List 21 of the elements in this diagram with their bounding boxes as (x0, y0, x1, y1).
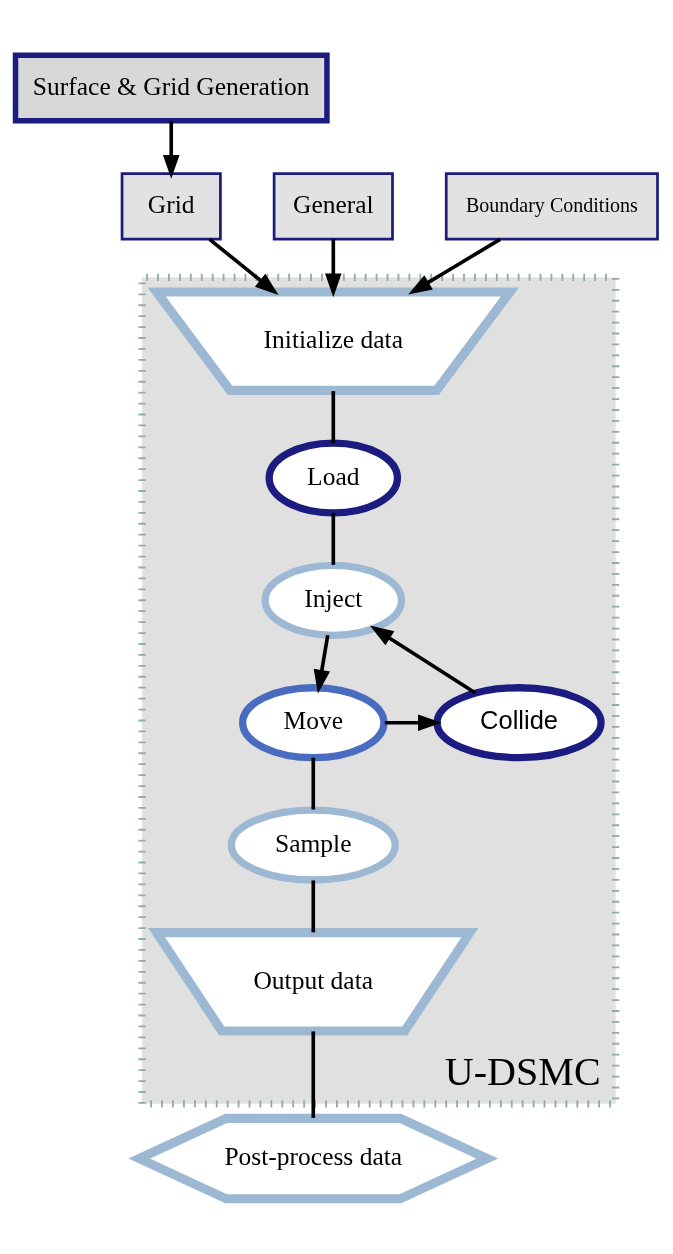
connector (311, 757, 316, 810)
node-box: Surface & Grid Generation (12, 52, 330, 124)
arrow (325, 239, 342, 298)
connector (311, 880, 316, 933)
connector (311, 1031, 316, 1118)
node-ellipse: Inject (261, 561, 406, 639)
arrow (313, 634, 331, 694)
arrow (208, 237, 279, 296)
arrow (384, 714, 442, 731)
arrow (408, 237, 501, 295)
node-box: General (272, 172, 394, 241)
arrow (369, 625, 477, 695)
connector (331, 512, 336, 565)
node-ellipse: Sample (227, 806, 399, 884)
node-box: Grid (120, 172, 222, 241)
node-ellipse: Move (239, 684, 388, 762)
node-box: Boundary Conditions (444, 172, 659, 241)
node-ellipse: Collide (433, 684, 605, 762)
arrow (162, 121, 180, 179)
node-ellipse: Load (265, 439, 402, 517)
connector (331, 391, 336, 444)
